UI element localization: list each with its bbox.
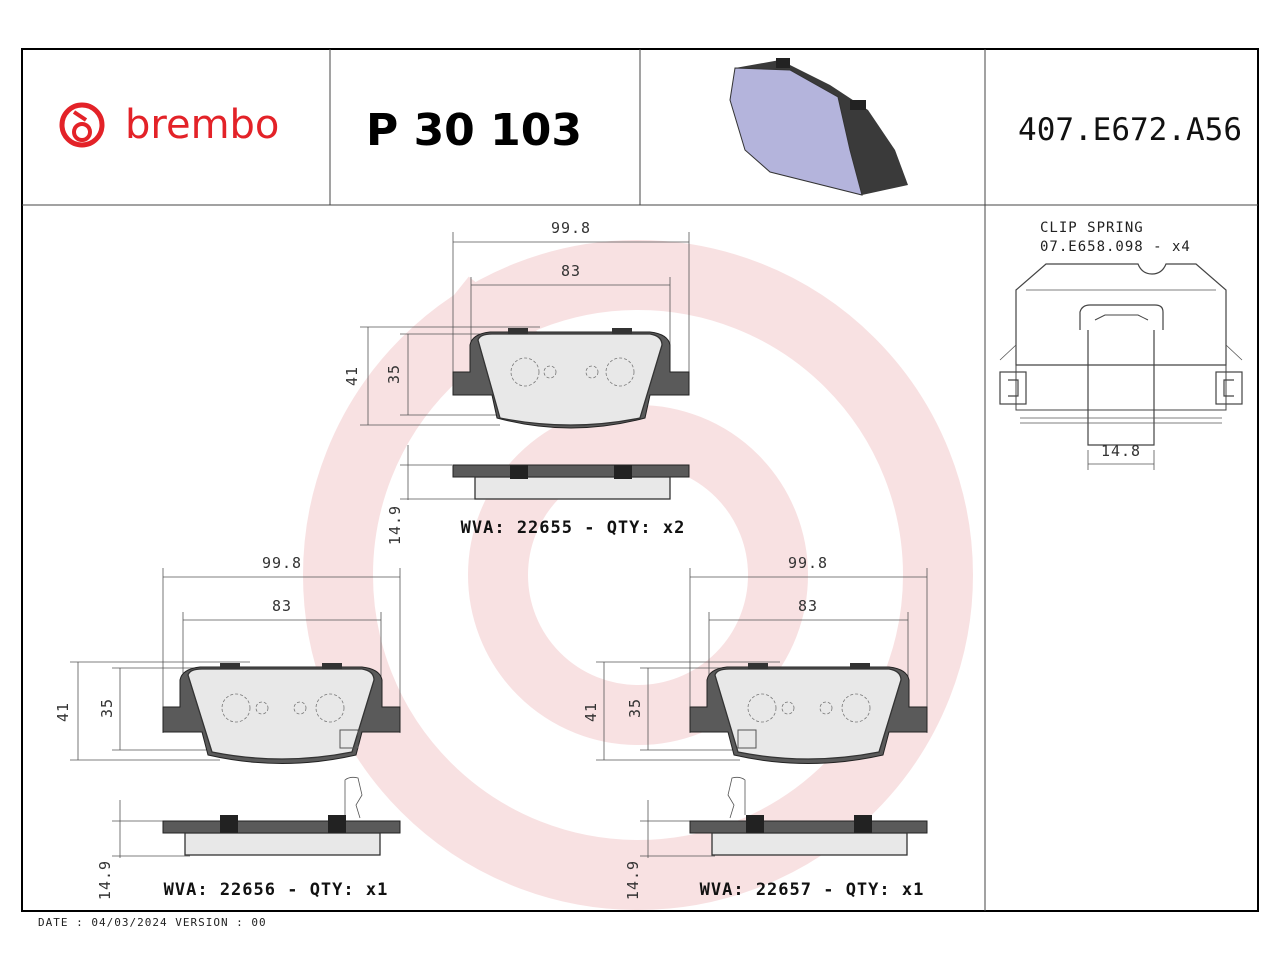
clip-code: 07.E658.098 - x4 (1040, 239, 1191, 255)
view-top: 99.8 83 41 35 14.9 WVA: 22655 (343, 219, 690, 545)
dim-left-thickness: 14.9 (96, 860, 114, 900)
reference-number: 407.E672.A56 (1018, 112, 1242, 148)
dim-left-inner: 83 (272, 597, 292, 615)
footer-date-version: DATE : 04/03/2024 VERSION : 00 (38, 916, 267, 929)
label-left: WVA: 22656 - QTY: x1 (164, 880, 389, 900)
pad-preview-image (729, 58, 908, 196)
dim-top-friction-height: 35 (385, 364, 403, 384)
dim-right-inner: 83 (798, 597, 818, 615)
dim-right-overall: 99.8 (788, 554, 828, 572)
label-right: WVA: 22657 - QTY: x1 (700, 880, 925, 900)
dim-top-overall: 99.8 (551, 219, 591, 237)
dim-top-inner: 83 (561, 262, 581, 280)
dim-right-height: 41 (582, 702, 600, 722)
dim-left-height: 41 (54, 702, 72, 722)
dim-top-thickness: 14.9 (386, 505, 404, 545)
clip-dim-width: 14.8 (1101, 442, 1141, 460)
dim-top-height: 41 (343, 366, 361, 386)
view-left: 99.8 83 41 35 14.9 WVA: 22656 - QTY: x1 (54, 554, 401, 900)
product-code: P 30 103 (366, 105, 582, 156)
dim-right-thickness: 14.9 (624, 860, 642, 900)
dim-right-friction-height: 35 (626, 698, 644, 718)
brand-name: brembo (125, 102, 279, 148)
clip-title: CLIP SPRING (1040, 220, 1144, 236)
dim-left-overall: 99.8 (262, 554, 302, 572)
clip-spring-panel: CLIP SPRING 07.E658.098 - x4 14.8 (999, 220, 1243, 470)
brembo-logo-icon (59, 102, 105, 148)
label-top: WVA: 22655 - QTY: x2 (461, 518, 686, 538)
brembo-logo: brembo (59, 102, 279, 148)
dim-left-friction-height: 35 (98, 698, 116, 718)
clip-spring-drawing (999, 263, 1243, 446)
view-right: 99.8 83 41 35 14.9 WVA: 22657 - QTY: x1 (582, 554, 928, 900)
